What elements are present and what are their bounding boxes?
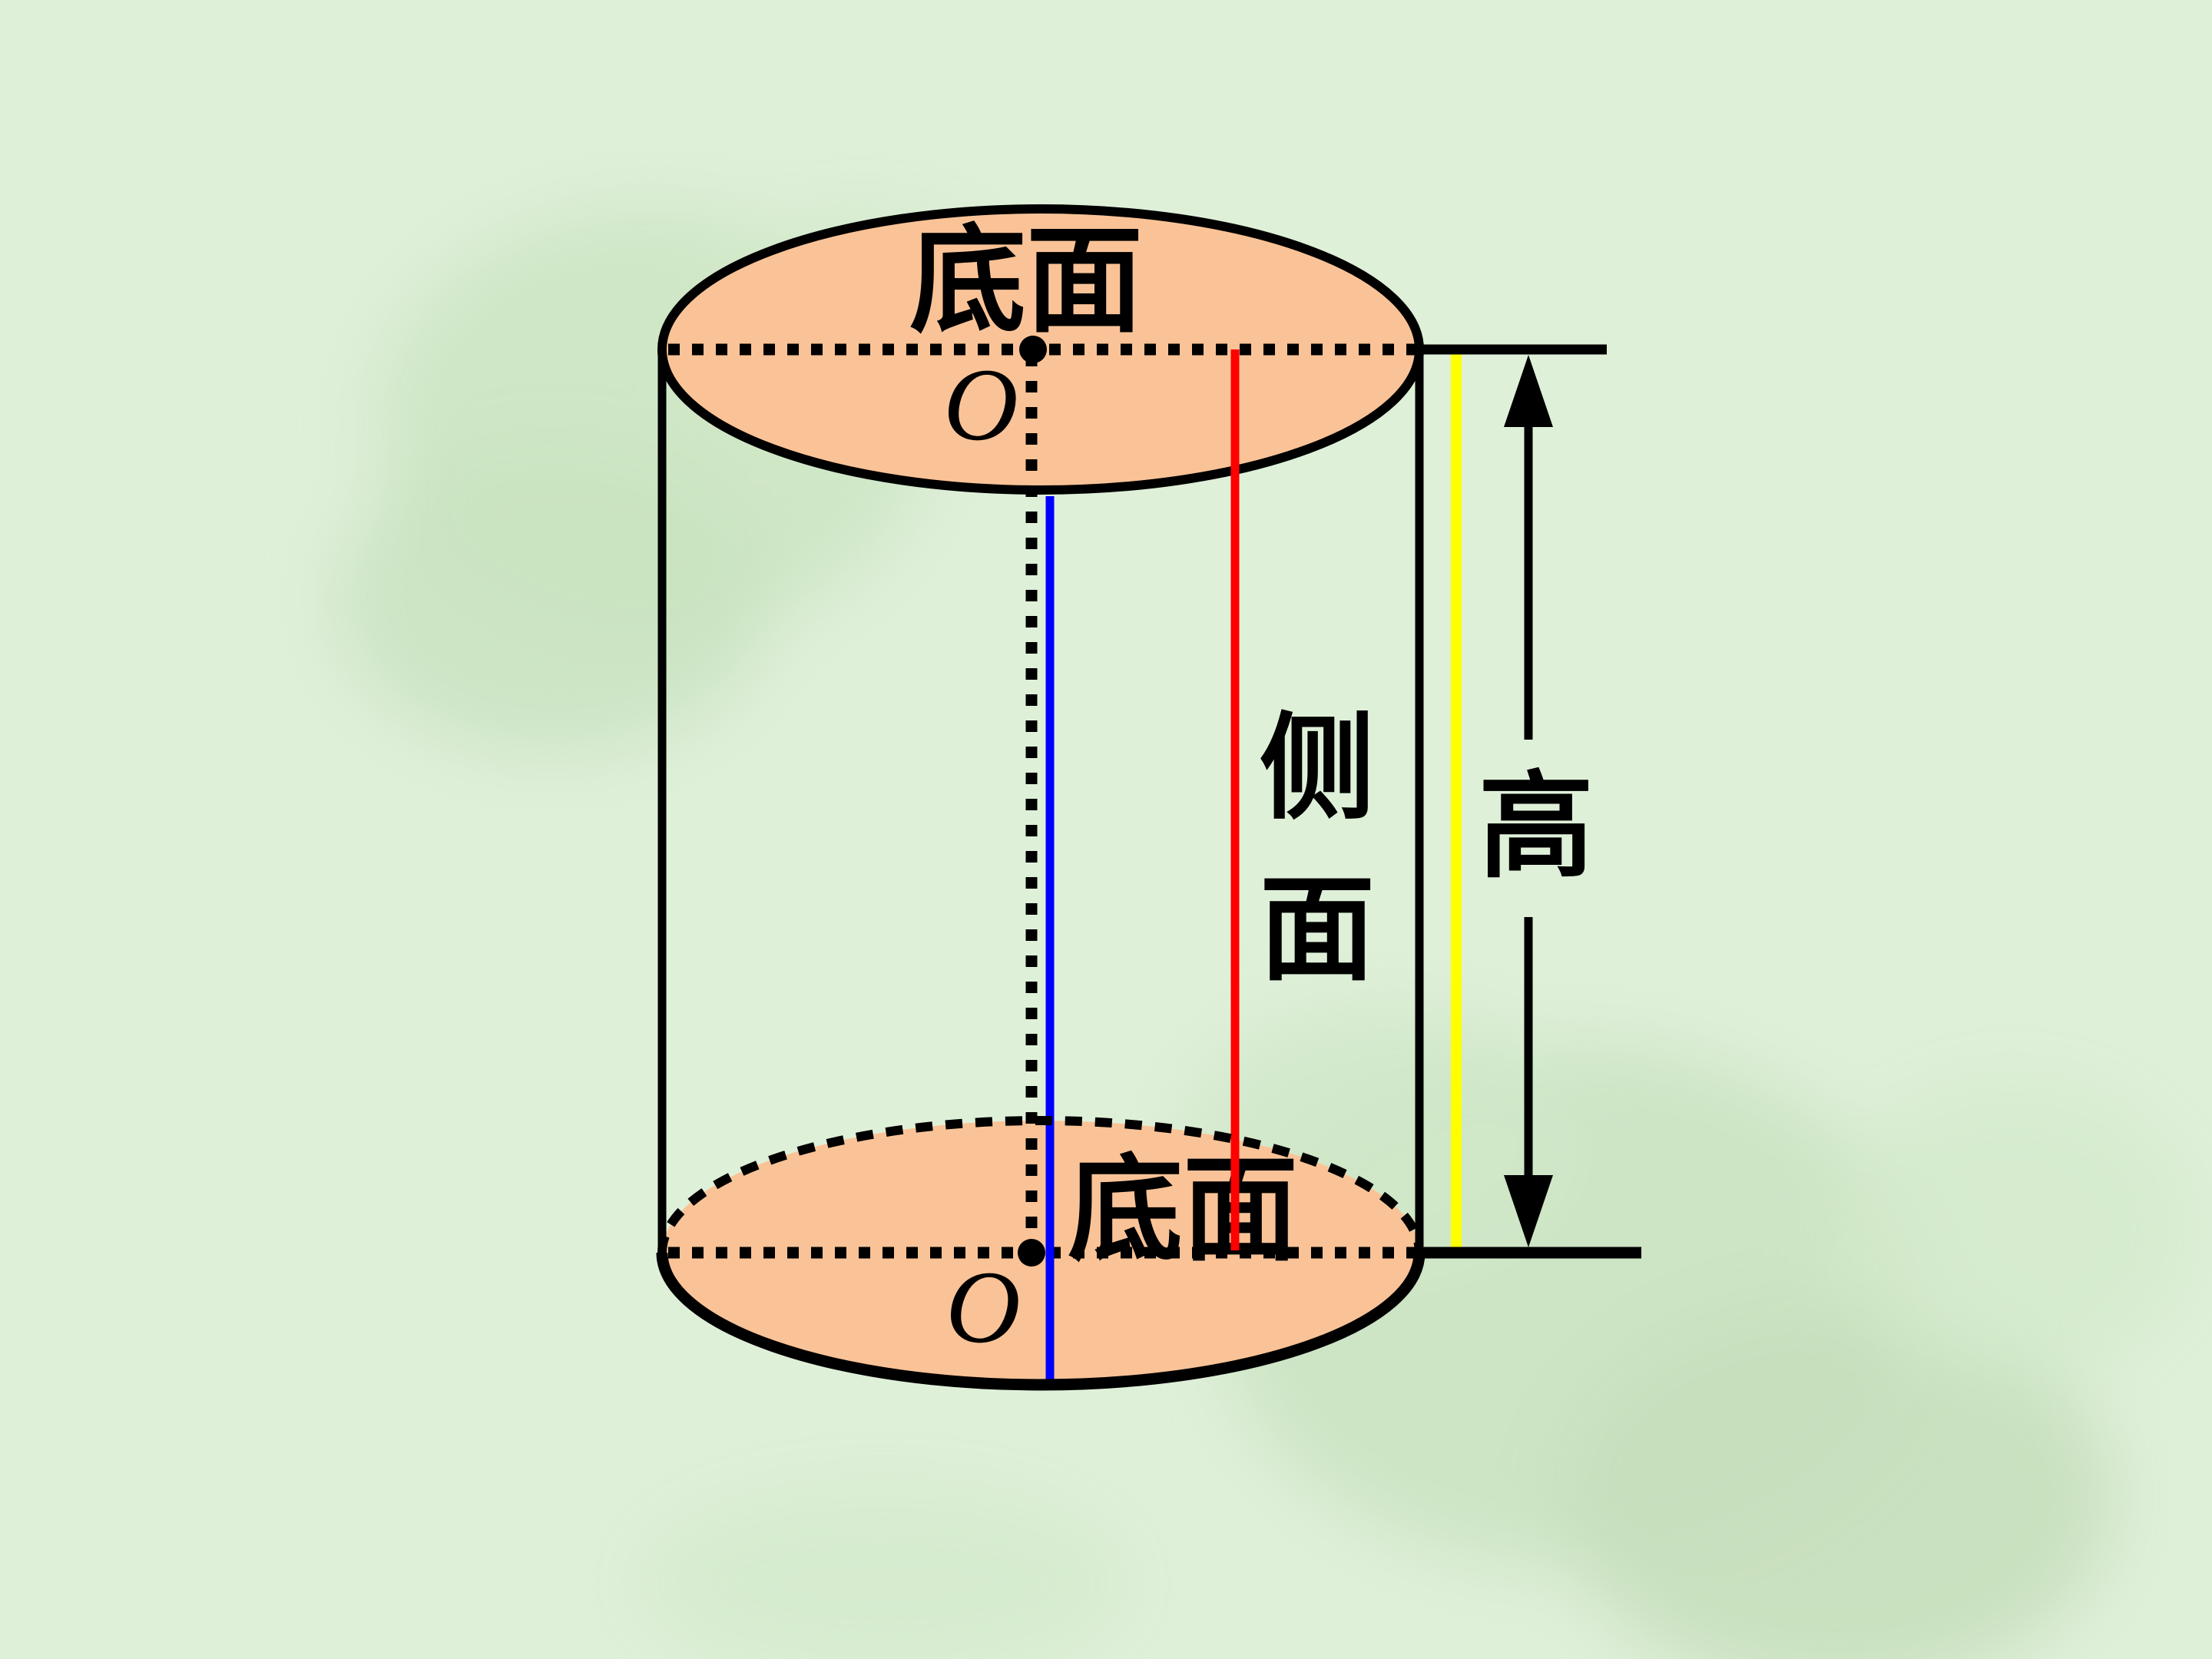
bottom-base-hidden-arc xyxy=(657,1116,1424,1253)
arrowhead-up-icon xyxy=(1504,355,1553,427)
lateral-face-label-char2: 面 xyxy=(1260,867,1375,995)
bottom-center-dot xyxy=(1018,1239,1045,1267)
arrowhead-down-icon xyxy=(1504,1175,1553,1247)
bottom-center-o-label: O xyxy=(945,1250,1021,1365)
bottom-base-front-arc xyxy=(656,1252,1426,1391)
lateral-face-label-char1: 侧 xyxy=(1260,706,1375,833)
top-center-dot xyxy=(1019,336,1047,363)
bottom-base-label: 底面 xyxy=(1068,1147,1298,1275)
height-label: 高 xyxy=(1479,764,1594,892)
height-measure-arrow xyxy=(1504,355,1553,1247)
top-base-label: 底面 xyxy=(909,217,1143,346)
top-center-o-label: O xyxy=(943,348,1018,462)
